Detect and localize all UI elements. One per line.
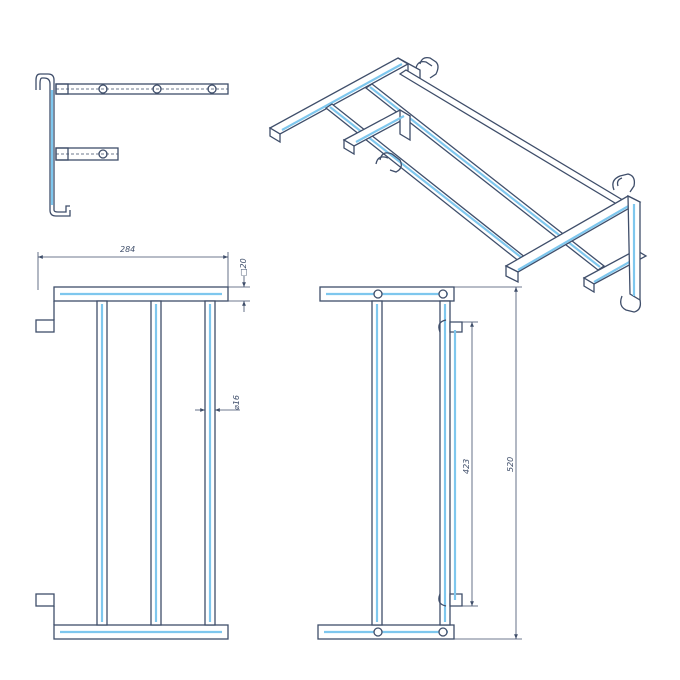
front-view: 284 □20 ⌀16 [35,245,250,640]
dim-hook-spacing: 423 [462,459,471,474]
dim-tube-section: □20 [239,258,248,276]
dim-width: 284 [120,245,135,254]
isometric-view [268,56,648,313]
front-hook-bottom [35,593,55,607]
front-hook-top [35,319,55,333]
dim-depth: 520 [506,457,515,472]
dim-rod-diameter: ⌀16 [232,395,241,410]
side-view [35,73,229,217]
top-view: 423 520 [317,286,522,640]
